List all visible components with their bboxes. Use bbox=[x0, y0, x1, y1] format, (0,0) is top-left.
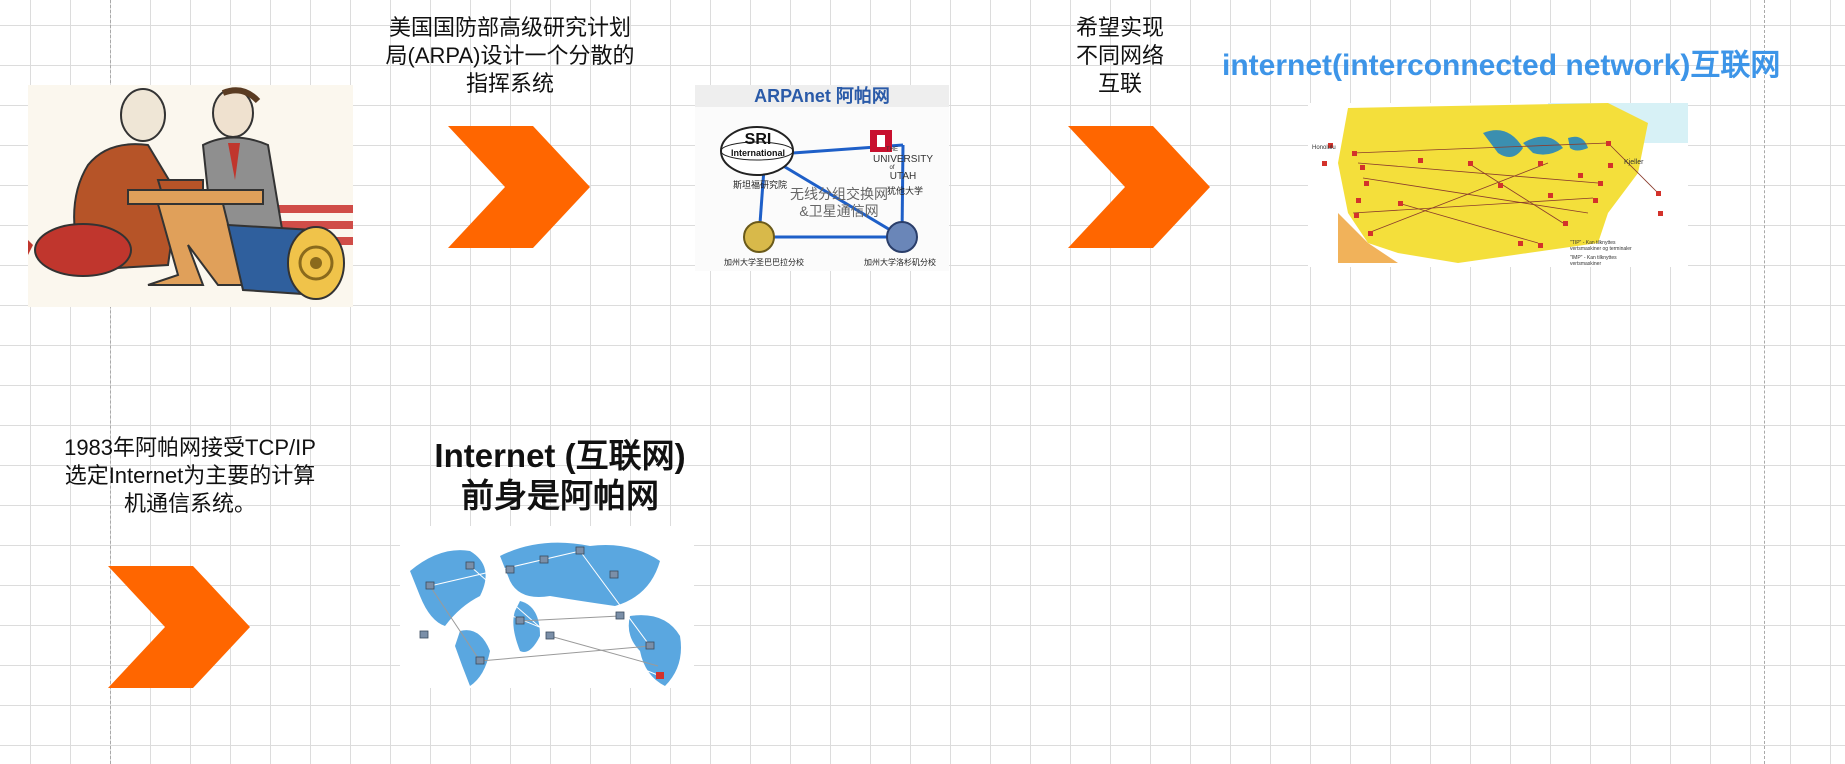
caption-arpa: 美国国防部高级研究计划 局(ARPA)设计一个分散的 指挥系统 bbox=[385, 15, 635, 96]
internet-title: internet(interconnected network)互联网 bbox=[1222, 49, 1781, 82]
predecessor-title: Internet (互联网) 前身是阿帕网 bbox=[434, 437, 686, 514]
legend-tip: "TIP" - Kan tilknyttes vertsmaskiner og … bbox=[1570, 240, 1632, 252]
sri-logo-text: SRI bbox=[744, 131, 772, 148]
cold-war-cartoon bbox=[28, 85, 353, 307]
sri-logo-subtext: International bbox=[730, 148, 785, 158]
ucla-caption: 加州大学洛杉矶分校 bbox=[864, 258, 936, 267]
network-label-2: &卫星通信网 bbox=[799, 203, 879, 219]
place-honolulu: Honolulu bbox=[1312, 145, 1336, 151]
world-network-map bbox=[400, 526, 694, 688]
chevron-arrow-icon bbox=[448, 126, 590, 248]
arpanet-title: ARPAnet 阿帕网 bbox=[754, 86, 890, 106]
guide-line-right bbox=[1764, 0, 1765, 764]
utah-utah: UTAH bbox=[889, 171, 917, 182]
sri-caption: 斯坦福研究院 bbox=[732, 180, 787, 190]
utah-the: THE bbox=[886, 147, 898, 153]
chevron-arrow-icon bbox=[108, 566, 250, 688]
ucsb-caption: 加州大学圣巴巴拉分校 bbox=[724, 258, 804, 267]
utah-caption: 犹他大学 bbox=[886, 186, 923, 196]
network-label-1: 无线分组交换网 bbox=[790, 186, 888, 202]
guide-line-left bbox=[110, 0, 111, 764]
utah-of: of bbox=[889, 165, 895, 171]
us-network-map: Honolulu Kjeller "TIP" - Kan tilknyttes … bbox=[1308, 103, 1688, 267]
caption-hope: 希望实现 不同网络 互联 bbox=[1075, 15, 1164, 96]
caption-1983: 1983年阿帕网接受TCP/IP 选定Internet为主要的计算 机通信系统。 bbox=[64, 435, 316, 516]
place-kjeller: Kjeller bbox=[1624, 159, 1644, 166]
utah-university: UNIVERSITY bbox=[872, 154, 933, 165]
legend-imp: "IMP" - Kan tilknyttes vertsmaskiner bbox=[1570, 255, 1617, 267]
chevron-arrow-icon bbox=[1068, 126, 1210, 248]
arpanet-diagram: ARPAnet 阿帕网 SRI International 斯坦福研究院 THE… bbox=[695, 85, 949, 271]
